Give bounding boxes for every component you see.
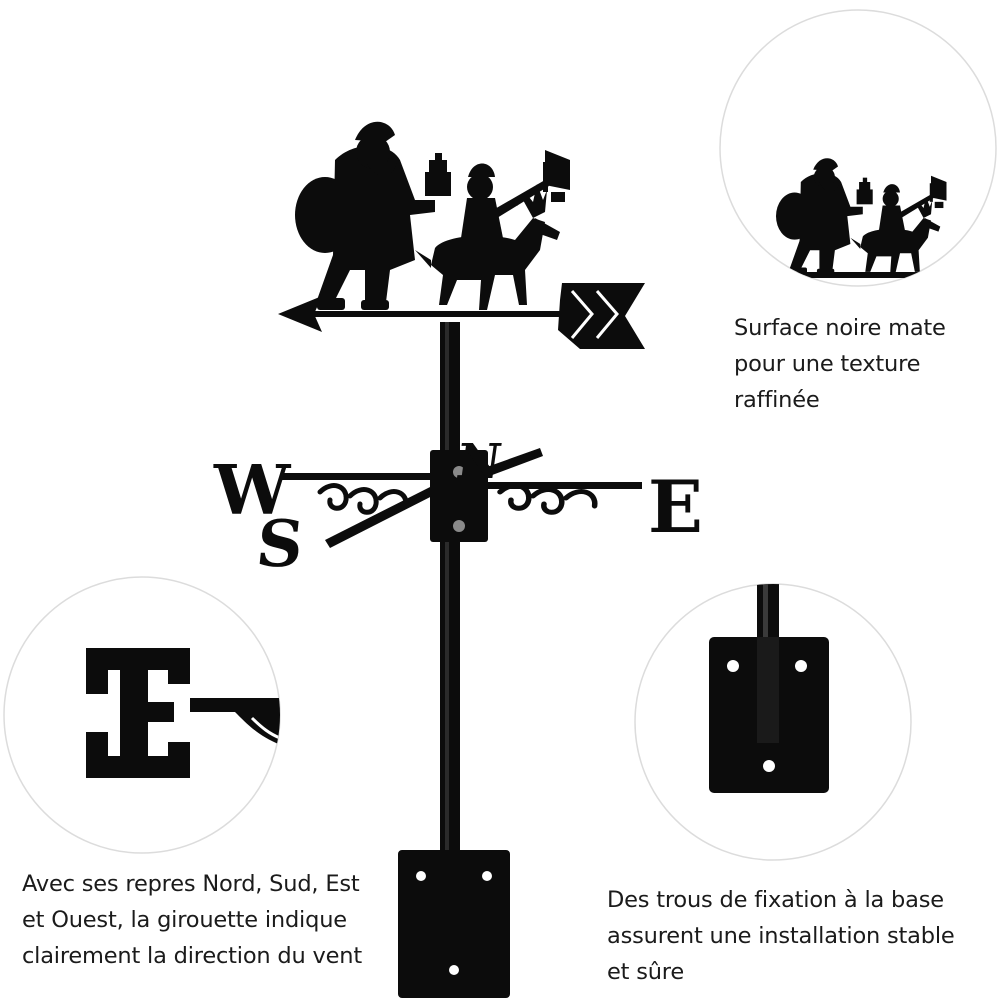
caption-directions: Avec ses repres Nord, Sud, Est et Ouest,…	[22, 866, 362, 974]
caption-directions-line-2: et Ouest, la girouette indique	[22, 907, 347, 933]
compass-letter-east: E	[648, 464, 703, 549]
compass-letter-south: S	[253, 507, 307, 582]
detail-circle-surface	[719, 9, 997, 287]
caption-directions-line-1: Avec ses repres Nord, Sud, Est	[22, 871, 360, 897]
caption-surface: Surface noire mate pour une texture raff…	[734, 310, 946, 418]
main-weathervane: W E N S	[213, 121, 703, 998]
caption-surface-line-1: Surface noire mate	[734, 315, 946, 341]
caption-mounting-holes: Des trous de fixation à la base assurent…	[607, 882, 955, 990]
caption-directions-line-3: clairement la direction du vent	[22, 943, 362, 969]
caption-holes-line-2: assurent une installation stable	[607, 923, 955, 949]
compass-letter-north: N	[453, 434, 505, 490]
caption-holes-line-3: et sûre	[607, 959, 684, 985]
arrow	[278, 283, 645, 349]
detail-circle-base-plate	[634, 583, 912, 861]
caption-holes-line-1: Des trous de fixation à la base	[607, 887, 944, 913]
compass-letter-west: W	[213, 451, 292, 531]
caption-surface-line-2: pour une texture	[734, 351, 921, 377]
detail-circle-letter-e	[3, 576, 281, 854]
caption-surface-line-3: raffinée	[734, 387, 820, 413]
